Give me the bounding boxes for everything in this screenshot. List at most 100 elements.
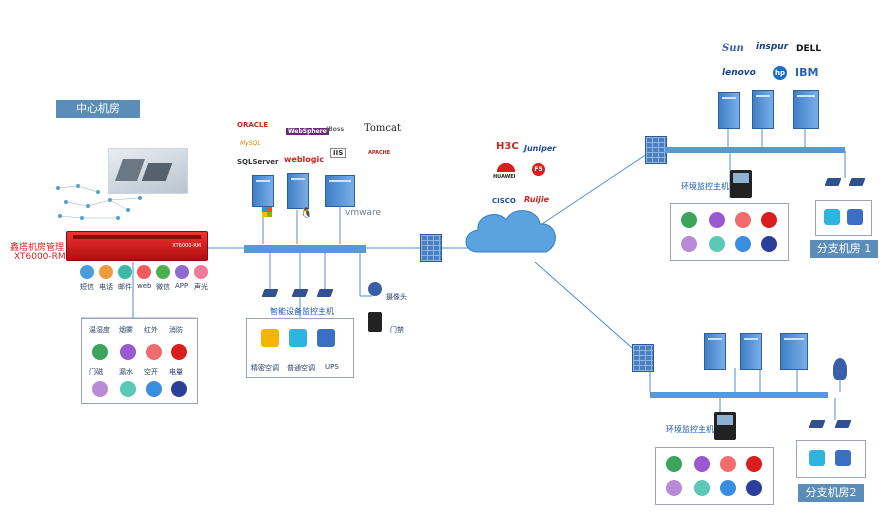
branch2-server-2 <box>740 333 762 370</box>
power-meter-icon <box>761 236 777 252</box>
water-leak-icon <box>694 480 710 496</box>
infrared-icon <box>720 456 736 472</box>
branch1-host-label: 环境监控主机 <box>681 182 729 191</box>
branch1-sensor-panel <box>670 203 789 261</box>
windows-icon <box>262 207 272 217</box>
central-server-1 <box>252 175 274 207</box>
branch2-switch-2 <box>834 420 852 428</box>
sensor-label-smoke: 烟雾 <box>119 326 133 334</box>
channel-mail: 邮件 <box>118 283 132 291</box>
air-conditioner-icon <box>824 209 840 225</box>
branch1-bus <box>665 147 845 153</box>
thermometer-icon <box>666 456 682 472</box>
juniper-logo: Juniper <box>524 144 557 153</box>
channel-wechat: 微信 <box>156 283 170 291</box>
f5-logo: F5 <box>532 163 545 176</box>
breaker-icon <box>720 480 736 496</box>
alert-channels: 短信 电话 邮件 web 微信 APP 声光 <box>80 265 220 295</box>
device-name-label: 鑫塔机房管理 <box>10 243 65 253</box>
camera-label: 摄像头 <box>386 293 407 301</box>
alarm-light-icon <box>194 265 208 279</box>
cisco-logo: CISCO <box>492 197 516 205</box>
dell-logo: DELL <box>796 44 822 54</box>
door-sensor-icon <box>666 480 682 496</box>
thermometer-icon <box>92 344 108 360</box>
app-icon <box>175 265 189 279</box>
weblogic-logo: weblogic <box>284 155 324 164</box>
branch1-switch-1 <box>824 178 842 186</box>
infrared-icon <box>146 344 162 360</box>
appliance-badge: XT6000-RM <box>172 243 201 249</box>
sensor-label-fire: 消防 <box>169 326 183 334</box>
huawei-logo: HUAWEI <box>493 174 516 180</box>
ups-icon <box>317 329 335 347</box>
door-sensor-icon <box>681 236 697 252</box>
central-firewall-icon <box>420 234 442 262</box>
topology-thumbnail <box>56 184 142 220</box>
central-switch-bus <box>244 245 366 253</box>
ups-icon <box>835 450 851 466</box>
branch2-bus <box>650 392 828 398</box>
central-server-2 <box>287 173 309 209</box>
channel-sms: 短信 <box>80 283 94 291</box>
ruijie-logo: Ruijie <box>524 195 550 204</box>
channel-phone: 电话 <box>99 283 113 291</box>
switch-3 <box>316 289 334 297</box>
fire-icon <box>761 212 777 228</box>
branch1-server-2 <box>752 90 774 129</box>
branch2-server-3 <box>780 333 808 370</box>
air-conditioner-icon <box>809 450 825 466</box>
branch2-sensor-panel <box>655 447 774 505</box>
breaker-icon <box>735 236 751 252</box>
sensor-label-temp: 温湿度 <box>89 326 110 334</box>
infrared-icon <box>735 212 751 228</box>
linux-icon: 🐧 <box>300 208 313 219</box>
branch2-title: 分支机房2 <box>798 484 864 502</box>
branch1-env-host <box>730 170 752 198</box>
ups-icon <box>847 209 863 225</box>
sensor-label-door: 门磁 <box>89 368 103 376</box>
channel-sound-light: 声光 <box>194 283 208 291</box>
iis-logo: IIS <box>330 148 347 158</box>
branch1-server-1 <box>718 92 740 129</box>
smoke-icon <box>120 344 136 360</box>
jboss-logo: JBoss <box>326 126 345 133</box>
apache-logo: APACHE <box>368 150 391 156</box>
web-icon <box>137 265 151 279</box>
sensor-label-power: 电量 <box>169 368 183 376</box>
hp-logo: hp <box>773 66 787 80</box>
access-label: 门禁 <box>390 326 404 334</box>
ibm-logo: IBM <box>795 66 819 79</box>
breaker-icon <box>146 381 162 397</box>
switch-2 <box>291 289 309 297</box>
water-leak-icon <box>120 381 136 397</box>
mail-icon <box>118 265 132 279</box>
branch2-server-1 <box>704 333 726 370</box>
sensor-label-breaker: 空开 <box>144 368 158 376</box>
fire-icon <box>171 344 187 360</box>
access-control-icon <box>368 312 382 332</box>
branch2-env-host <box>714 412 736 440</box>
device-label-precision-ac: 精密空调 <box>251 364 279 372</box>
smart-equipment-panel: 精密空调 普通空调 UPS <box>246 318 354 378</box>
branch1-title: 分支机房 1 <box>810 240 878 258</box>
link-cloud-branch2 <box>534 261 641 356</box>
central-room-title: 中心机房 <box>56 100 140 118</box>
internet-cloud <box>465 210 556 253</box>
power-meter-icon <box>171 381 187 397</box>
device-label-ups: UPS <box>325 363 339 371</box>
smoke-icon <box>709 212 725 228</box>
server-room-image <box>108 148 188 194</box>
branch1-switch-2 <box>848 178 866 186</box>
oracle-logo: ORACLE <box>237 121 269 129</box>
air-conditioner-icon <box>289 329 307 347</box>
huawei-icon <box>497 160 515 172</box>
sun-logo: Sun <box>722 43 744 54</box>
branch2-firewall-icon <box>632 344 654 372</box>
websphere-logo: WebSphere <box>286 128 329 135</box>
power-meter-icon <box>746 480 762 496</box>
link-cloud-branch1 <box>529 149 654 233</box>
h3c-logo: H3C <box>496 141 519 152</box>
water-leak-icon <box>709 236 725 252</box>
mysql-logo: MySQL <box>240 140 261 147</box>
